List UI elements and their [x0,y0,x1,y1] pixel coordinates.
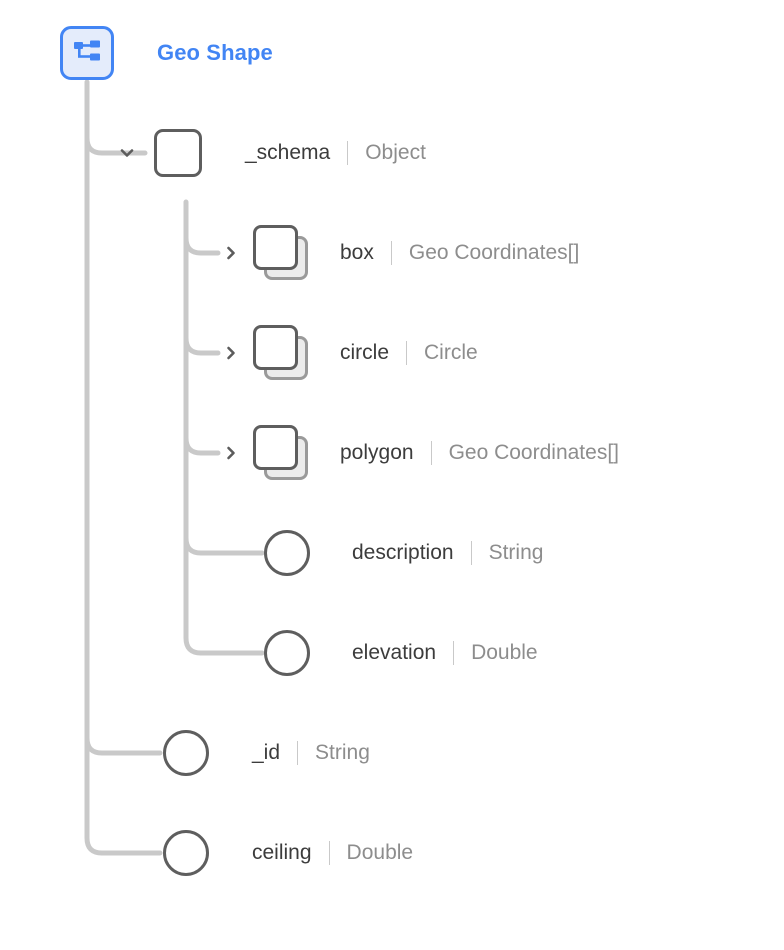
tree-node-elevation[interactable]: elevation Double [264,623,538,683]
field-type: Double [471,641,538,664]
leaf-node-icon[interactable] [163,730,209,776]
field-divider [470,541,472,565]
field-type: Object [365,141,426,164]
field-divider [297,741,299,765]
tree-node-box[interactable]: box Geo Coordinates[] [222,223,579,283]
field-type: String [488,541,544,564]
object-node-icon[interactable] [154,129,202,177]
schema-hierarchy-icon[interactable] [60,26,114,80]
field-name: polygon [340,441,414,464]
chevron-right-icon[interactable] [222,223,240,283]
leaf-node-icon[interactable] [264,630,310,676]
field-name: description [352,541,454,564]
array-node-icon[interactable] [252,324,310,382]
field-name: ceiling [252,841,312,864]
connector-schema-to-description [183,535,265,556]
field-type: Double [346,841,414,864]
root-node[interactable]: Geo Shape [60,24,273,82]
field-divider [453,641,455,665]
connector-schema-to-circle [183,335,221,356]
tree-node-_schema[interactable]: _schema Object [118,123,426,183]
chevron-right-icon[interactable] [222,423,240,483]
field-divider [390,241,392,265]
tree-node-polygon[interactable]: polygon Geo Coordinates[] [222,423,619,483]
array-front-square [253,225,298,270]
connector-schema-trunk [183,199,204,656]
tree-node-_id[interactable]: _id String [163,723,370,783]
page-title: Geo Shape [157,40,273,65]
field-type: Circle [424,341,478,364]
chevron-down-icon[interactable] [118,123,136,183]
chevron-right-icon[interactable] [222,323,240,383]
field-name: circle [340,341,390,364]
field-divider [430,441,432,465]
field-type: String [315,741,370,764]
array-node-icon[interactable] [252,424,310,482]
connector-root-to-id [84,735,163,756]
connector-root-trunk [84,79,105,856]
connector-root-to-schema [84,135,148,156]
field-type: Geo Coordinates[] [408,241,580,264]
field-divider [406,341,408,365]
field-name: box [340,241,374,264]
field-name: _id [252,741,281,764]
connector-schema-to-box [183,235,221,256]
array-front-square [253,325,298,370]
field-type: Geo Coordinates[] [448,441,619,464]
field-divider [347,141,349,165]
array-front-square [253,425,298,470]
field-name: elevation [352,641,437,664]
array-node-icon[interactable] [252,224,310,282]
leaf-node-icon[interactable] [163,830,209,876]
tree-node-ceiling[interactable]: ceiling Double [163,823,413,883]
tree-node-circle[interactable]: circle Circle [222,323,478,383]
field-name: _schema [245,141,331,164]
tree-node-description[interactable]: description String [264,523,543,583]
leaf-node-icon[interactable] [264,530,310,576]
field-divider [328,841,330,865]
connector-schema-to-polygon [183,435,221,456]
